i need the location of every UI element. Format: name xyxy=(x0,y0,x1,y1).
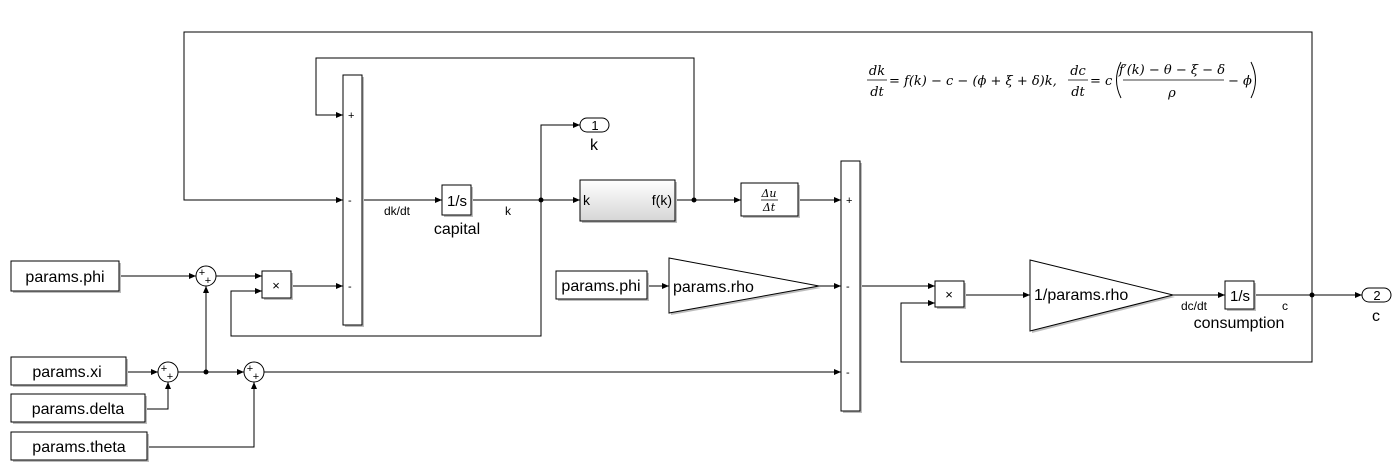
port-sign: - xyxy=(846,281,850,293)
capital-label: capital xyxy=(434,221,480,238)
port-sign: + xyxy=(348,110,354,122)
constant-label: params.xi xyxy=(32,364,101,381)
port-sign: - xyxy=(348,281,352,293)
eq-dc-lhs: = c xyxy=(1090,74,1113,89)
sum-block-3[interactable]: + + xyxy=(243,361,265,383)
signal-label-c: c xyxy=(1282,299,1288,313)
integrator-block-capital[interactable]: 1/s xyxy=(441,184,473,217)
signal-label-k: k xyxy=(505,204,512,218)
port-sign: - xyxy=(846,367,850,379)
port-sign: + xyxy=(161,363,167,375)
port-sign: + xyxy=(253,371,259,383)
eq-dc-tail: − ϕ xyxy=(1228,74,1252,89)
gain-block-inv-rho[interactable]: 1/params.rho xyxy=(1029,259,1175,333)
signal-lines xyxy=(119,31,1362,448)
signal-label-dkdt: dk/dt xyxy=(384,204,411,218)
constant-block-params-phi[interactable]: params.phi xyxy=(10,260,121,293)
port-sign: + xyxy=(205,275,211,287)
fk-input-port-label: k xyxy=(583,192,591,208)
port-sign: + xyxy=(846,195,852,207)
port-sign: + xyxy=(199,267,205,279)
eq-dk-rhs: = f(k) − c − (ϕ + ξ + δ)k, xyxy=(889,74,1057,89)
sum-block-capital[interactable]: + - - xyxy=(342,74,364,327)
outport-k[interactable]: 1 xyxy=(579,117,610,133)
sum-block-1[interactable]: + + xyxy=(195,265,217,287)
constant-label: params.phi xyxy=(25,269,104,286)
outport-c[interactable]: 2 xyxy=(1361,287,1392,303)
outport-c-label: c xyxy=(1372,308,1380,325)
constant-label: params.phi xyxy=(561,278,640,295)
constant-block-params-delta[interactable]: params.delta xyxy=(10,393,147,424)
integrator-label: 1/s xyxy=(447,193,467,210)
sum-block-consumption[interactable]: + - - xyxy=(840,160,862,413)
eq-dc-denominator: dt xyxy=(1071,85,1085,100)
derivative-denominator: Δt xyxy=(762,201,776,214)
outport-number: 1 xyxy=(591,118,598,133)
fk-subsystem-block[interactable]: k f(k) xyxy=(579,179,677,223)
integrator-label: 1/s xyxy=(1230,288,1250,305)
derivative-numerator: Δu xyxy=(760,187,776,200)
outport-number: 2 xyxy=(1373,288,1380,303)
product-symbol: × xyxy=(945,287,953,302)
eq-dc-numerator: dc xyxy=(1070,64,1086,79)
port-sign: - xyxy=(348,195,352,207)
branch-point xyxy=(691,197,697,203)
sum-block-2[interactable]: + + xyxy=(157,361,179,383)
branch-points xyxy=(203,197,1315,375)
gain-block-params-rho[interactable]: params.rho xyxy=(668,257,821,315)
eq-dc-inner-denominator: ρ xyxy=(1167,86,1176,101)
branch-point xyxy=(203,369,209,375)
branch-point xyxy=(1309,292,1315,298)
fk-output-port-label: f(k) xyxy=(652,192,672,208)
eq-dk-denominator: dt xyxy=(870,85,884,100)
constant-block-params-theta[interactable]: params.theta xyxy=(10,431,149,462)
eq-dk-numerator: dk xyxy=(869,64,885,79)
constant-label: params.delta xyxy=(32,401,125,418)
product-symbol: × xyxy=(272,278,280,293)
constant-block-params-phi-2[interactable]: params.phi xyxy=(555,270,649,301)
port-sign: + xyxy=(167,371,173,383)
gain-label: 1/params.rho xyxy=(1034,287,1128,304)
eq-dc-inner-numerator: f′(k) − θ − ξ − δ xyxy=(1118,63,1225,78)
signal-label-dcdt: dc/dt xyxy=(1181,299,1208,313)
product-block-1[interactable]: × xyxy=(261,270,293,300)
outport-k-label: k xyxy=(590,137,599,154)
equation-annotation: dk dt = f(k) − c − (ϕ + ξ + δ)k, dc dt =… xyxy=(867,61,1256,101)
constant-label: params.theta xyxy=(32,439,125,456)
product-block-2[interactable]: × xyxy=(934,280,966,309)
port-sign: + xyxy=(247,363,253,375)
integrator-block-consumption[interactable]: 1/s xyxy=(1224,280,1256,311)
constant-block-params-xi[interactable]: params.xi xyxy=(10,356,128,387)
consumption-label: consumption xyxy=(1194,315,1285,332)
derivative-block[interactable]: Δu Δt xyxy=(740,182,800,218)
gain-label: params.rho xyxy=(673,279,754,296)
branch-point xyxy=(538,197,544,203)
